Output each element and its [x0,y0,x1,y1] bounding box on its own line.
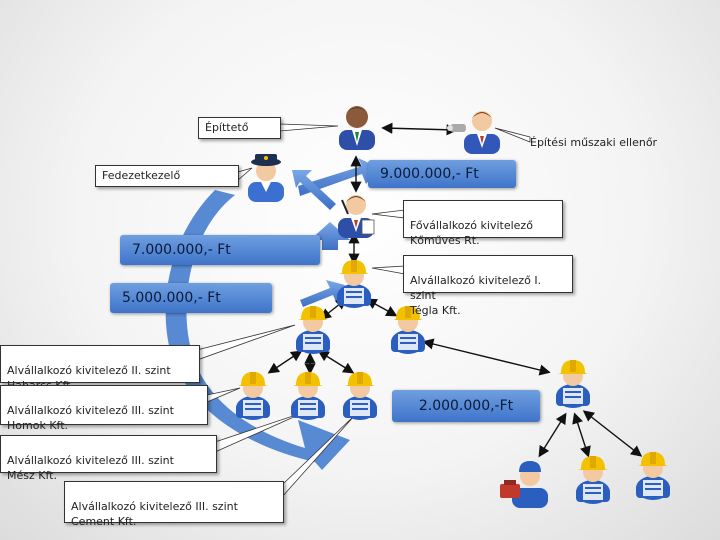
pointer-fedezet [237,167,253,181]
arrow-up-to-fedezet [292,170,336,210]
cement-label: Alvállalkozó kivitelező III. szint Cemen… [64,481,284,528]
homok-label: Alvállalkozó kivitelező III. szint Homok… [0,385,208,432]
pointer-fovallalkozo [371,209,406,219]
cement-worker-icon [342,371,378,421]
toolbox-worker-icon [500,461,548,508]
alv1-worker-icon [336,259,372,309]
amount-5m: 5.000.000,- Ft [110,283,272,313]
pointer-epitteto [279,123,339,132]
line-right-down-3 [582,410,643,457]
alv2-worker-icon [295,305,331,355]
pointer-homok [206,387,241,403]
right-worker-icon [555,359,591,409]
alv2-label: Alvállalkozó kivitelező II. szint Habarc… [0,345,200,392]
line-right-down-2 [572,412,591,458]
mesz-worker-icon [290,371,326,421]
fedezetkezelo-person-icon [248,154,284,202]
mesz-label: Alvállalkozó kivitelező III. szint Mész … [0,435,217,482]
pointer-alv2 [196,324,296,361]
fedezetkezelo-label: Fedezetkezelő [95,165,239,187]
amount-2m: 2.000.000,-Ft [392,390,540,422]
amount-7m: 7.000.000,- Ft [120,235,320,265]
line-epitteto-ellenor [381,122,458,136]
line-alv1-long [422,338,551,376]
ellenor-person-icon [447,111,500,154]
homok-worker-icon [235,371,271,421]
line-alv1-right [365,298,398,317]
right-worker-2-icon [575,455,611,505]
epitteto-label: Építtető [198,117,281,139]
arrow-to-alv1 [300,280,345,307]
line-right-down-1 [538,412,567,458]
epitteto-person-icon [339,106,375,150]
epitesi-ellenor-label: Építési műszaki ellenőr [530,136,658,149]
pointer-alv1 [371,265,406,275]
fovallalkozo-label: Fővállalkozó kivitelező Kőműves Rt. [403,200,563,247]
line-alv2-a [267,350,303,374]
alv1-label: Alvállalkozó kivitelező I. szint Tégla K… [403,255,573,317]
right-worker-3-icon [635,451,671,501]
amount-9m: 9.000.000,- Ft [368,160,516,188]
pointer-ellenor [494,127,531,143]
line-alv2-c [317,350,355,374]
arrow-fedezetkezelo-up [310,222,350,250]
fovallalkozo-person-icon [337,194,375,239]
